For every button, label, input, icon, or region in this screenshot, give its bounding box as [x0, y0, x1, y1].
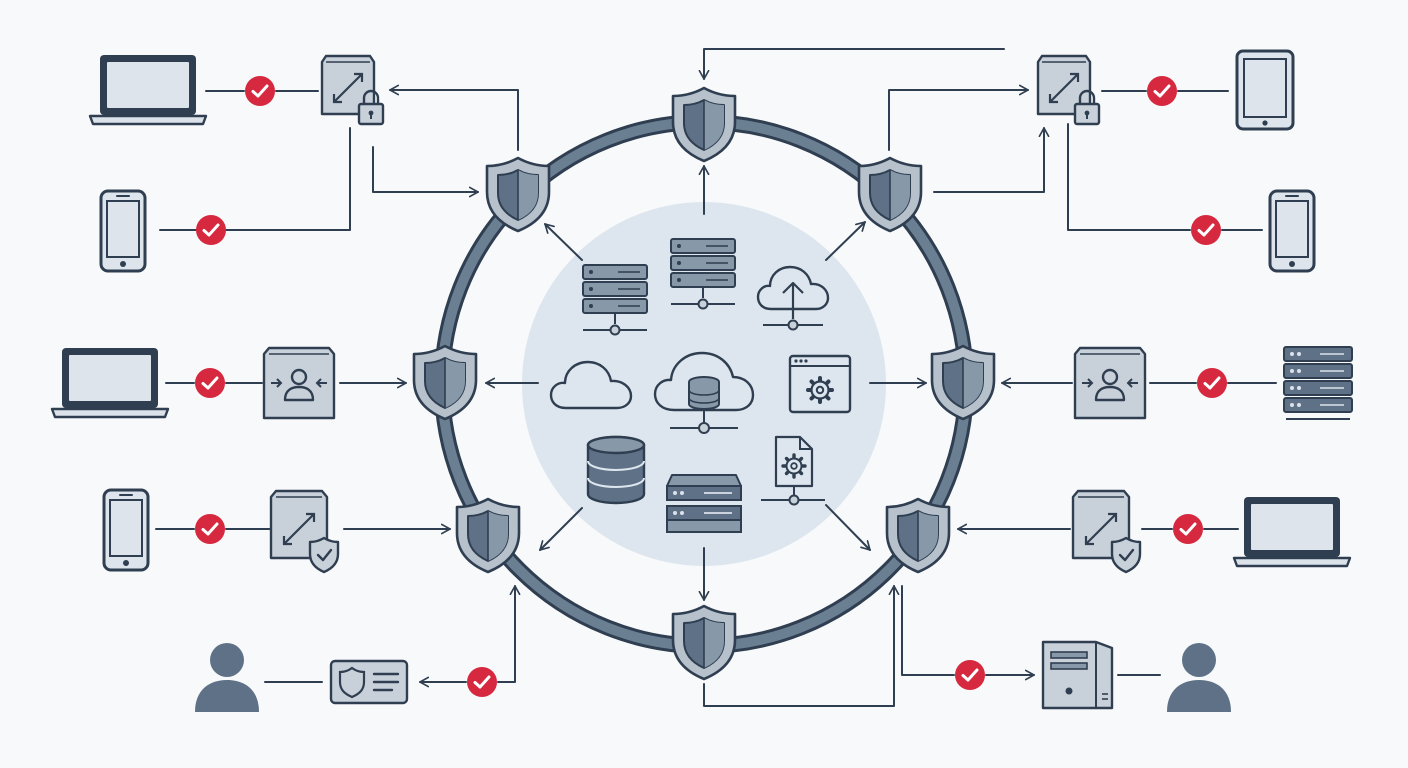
id-badge-icon — [329, 659, 409, 705]
access-proxy-shield-icon — [269, 489, 340, 574]
shield-icon — [671, 86, 737, 163]
right-access-proxies — [1036, 54, 1147, 574]
shield-icon — [412, 344, 478, 421]
check-circle-icon — [953, 658, 987, 692]
server-rack-icon — [1283, 346, 1353, 420]
check-circle-icon — [243, 74, 277, 108]
user-icon — [1167, 643, 1231, 712]
laptop-icon — [88, 53, 208, 126]
app-window-gear-icon — [788, 354, 852, 414]
check-circle-icon — [1145, 74, 1179, 108]
check-circle-icon — [193, 512, 227, 546]
check-circle-icon — [1171, 512, 1205, 546]
user-icon — [195, 643, 259, 712]
identity-proxy-icon — [1073, 346, 1147, 420]
check-circle-icon — [1189, 213, 1223, 247]
desktop-tower-icon — [1041, 640, 1114, 710]
smartphone-icon — [99, 189, 147, 273]
smartphone-icon — [1268, 189, 1316, 273]
check-circle-icon — [193, 366, 227, 400]
access-proxy-shield-icon — [1071, 489, 1142, 574]
laptop-icon — [1232, 495, 1352, 568]
database-icon — [586, 435, 646, 505]
connector-lines — [155, 48, 1277, 707]
laptop-icon — [50, 346, 170, 419]
left-access-proxies — [262, 54, 409, 705]
tablet-icon — [1235, 49, 1295, 131]
check-circle-icon — [465, 665, 499, 699]
access-proxy-lock-icon — [320, 54, 385, 126]
check-circle-icon — [194, 213, 228, 247]
shield-icon — [930, 344, 996, 421]
shield-icon — [671, 604, 737, 681]
smartphone-icon — [102, 488, 150, 572]
access-proxy-lock-icon — [1036, 54, 1101, 126]
identity-proxy-icon — [262, 346, 336, 420]
check-circle-icon — [1195, 366, 1229, 400]
